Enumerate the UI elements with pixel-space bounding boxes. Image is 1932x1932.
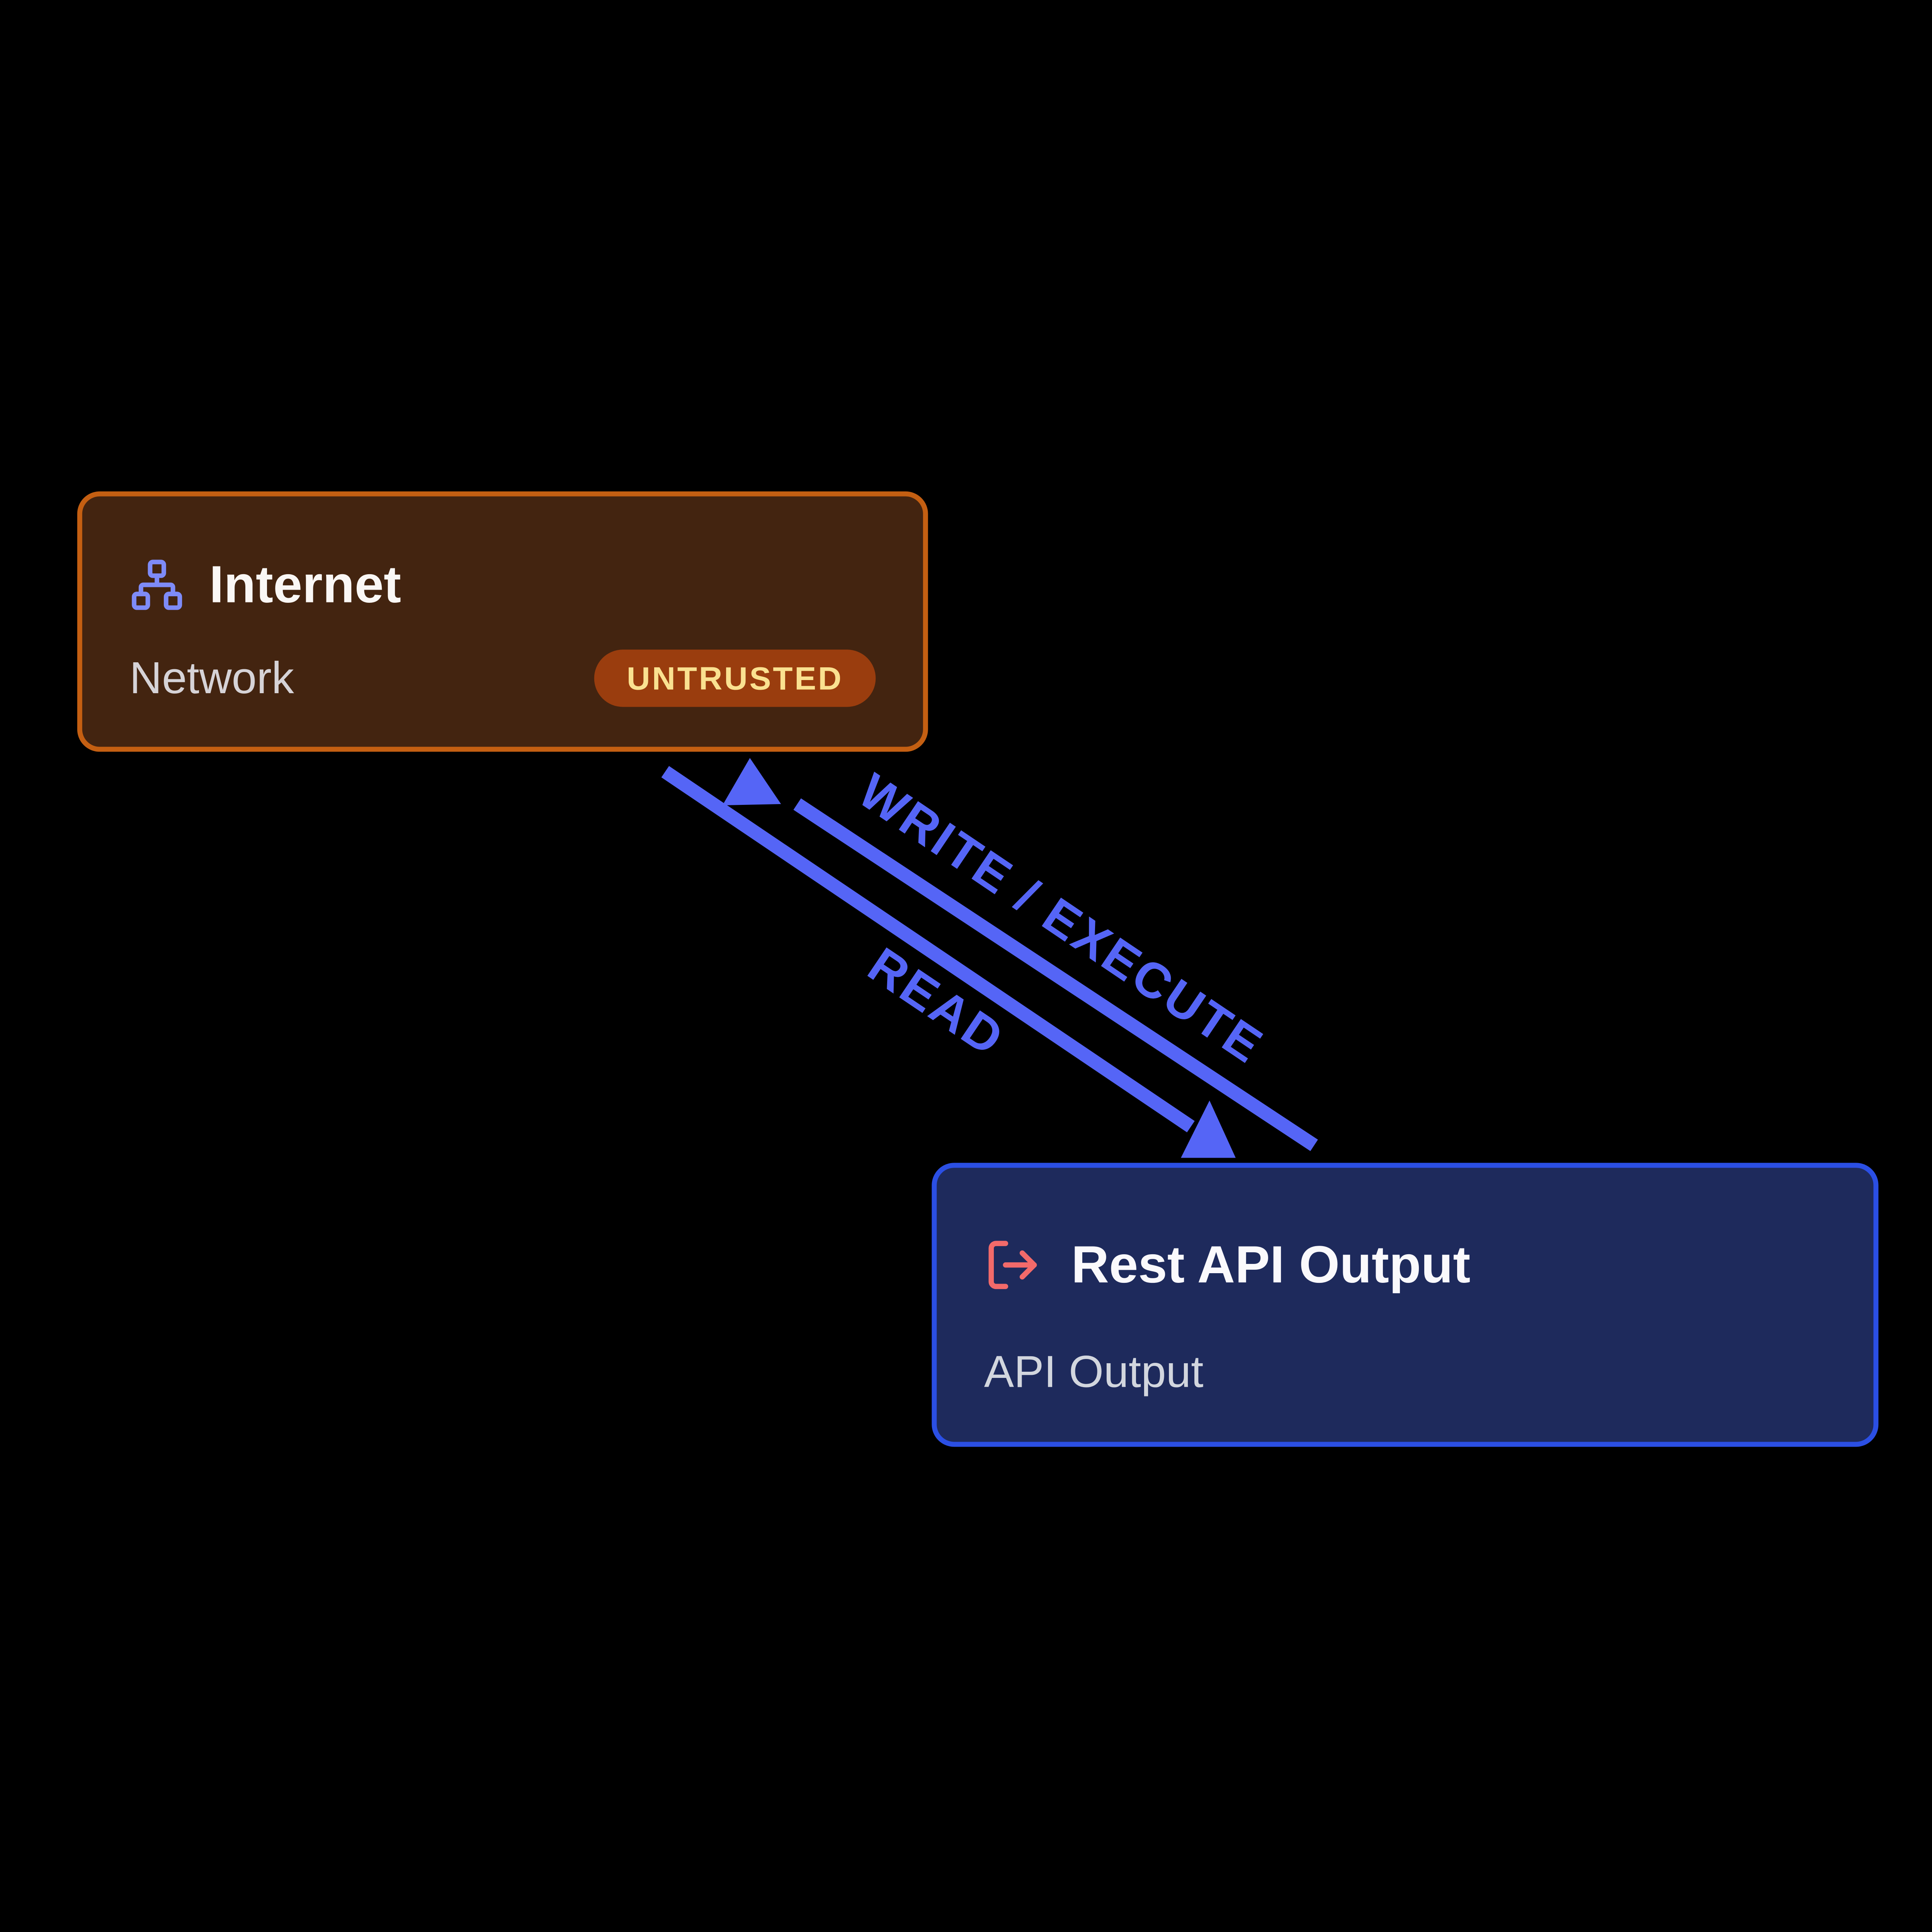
log-out-icon	[984, 1236, 1041, 1294]
rest-api-output-node-footer: API Output	[984, 1346, 1826, 1397]
read-line	[661, 766, 1195, 1133]
write-execute-line	[793, 798, 1318, 1151]
read-arrowhead-icon	[1181, 1100, 1236, 1158]
network-icon	[129, 558, 184, 612]
diagram-canvas: WRITE / EXECUTE READ Internet Netwo	[0, 330, 1932, 1602]
write-execute-label: WRITE / EXECUTE	[849, 763, 1274, 1074]
rest-api-output-node[interactable]: Rest API Output API Output	[932, 1163, 1879, 1447]
internet-node[interactable]: Internet Network UNTRUSTED	[77, 491, 928, 752]
rest-api-output-node-title: Rest API Output	[1071, 1235, 1471, 1294]
edges-layer: WRITE / EXECUTE READ	[661, 758, 1318, 1158]
rest-api-output-node-header: Rest API Output	[984, 1236, 1826, 1294]
internet-node-title: Internet	[209, 555, 401, 614]
write-execute-edge[interactable]: WRITE / EXECUTE	[722, 758, 1318, 1151]
internet-node-subtitle: Network	[129, 652, 294, 703]
write-execute-arrowhead-icon	[722, 758, 781, 806]
untrusted-badge: UNTRUSTED	[594, 650, 876, 707]
internet-node-header: Internet	[129, 556, 876, 613]
rest-api-output-node-subtitle: API Output	[984, 1346, 1204, 1397]
internet-node-footer: Network UNTRUSTED	[129, 650, 876, 707]
